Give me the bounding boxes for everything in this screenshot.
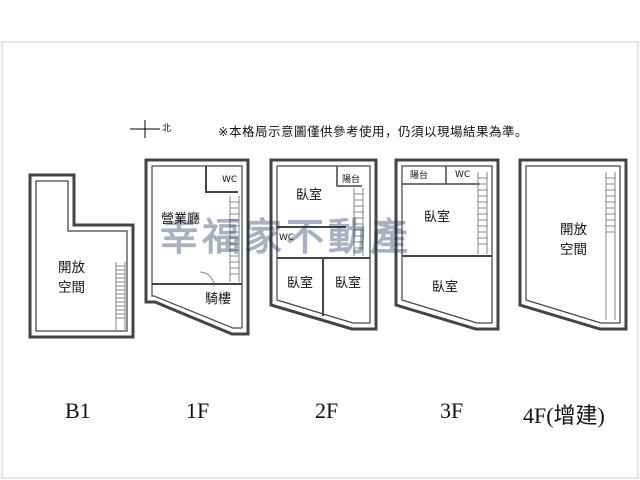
room-4f-open-1: 開放: [560, 222, 587, 238]
north-arrow-icon: [130, 120, 160, 138]
plan-3f: [394, 158, 500, 331]
room-1f-wc: WC: [222, 175, 238, 185]
drawing-border: [1, 41, 639, 479]
room-3f-bedroom-1: 臥室: [424, 210, 451, 225]
plan-4f: [518, 158, 628, 331]
room-2f-balcony: 陽台: [342, 175, 361, 185]
room-b1-open-1: 開放: [58, 260, 85, 276]
room-4f-open-2: 空間: [560, 242, 587, 258]
floor-label-b1: B1: [65, 398, 91, 423]
stair-4f: [605, 172, 616, 320]
disclaimer-note: ※本格局示意圖僅供參考使用，仍須以現場結果為準。: [218, 124, 528, 139]
floor-label-2f: 2F: [315, 398, 339, 423]
room-3f-balcony: 陽台: [410, 171, 429, 181]
floor-label-4f: 4F(增建): [523, 403, 605, 428]
floor-label-3f: 3F: [440, 398, 464, 423]
watermark: 幸福家不動產: [160, 214, 413, 259]
plan-1f: [144, 158, 250, 336]
room-3f-wc: WC: [455, 170, 471, 180]
room-2f-bedroom-3: 臥室: [335, 276, 362, 291]
plan-2f: [269, 158, 378, 331]
room-3f-bedroom-2: 臥室: [432, 280, 459, 295]
stair-b1: [115, 262, 126, 330]
floor-label-1f: 1F: [186, 398, 210, 423]
stair-3f: [477, 172, 488, 254]
room-1f-arcade: 騎樓: [205, 292, 232, 307]
room-2f-wc: WC: [279, 233, 295, 243]
stair-1f: [199, 196, 240, 287]
room-2f-bedroom-2: 臥室: [287, 276, 314, 291]
plan-b1: [28, 173, 135, 339]
room-2f-bedroom-1: 臥室: [296, 188, 323, 203]
room-1f-lobby: 營業廳: [161, 212, 201, 227]
stair-2f: [353, 188, 364, 256]
room-b1-open-2: 空間: [58, 280, 85, 296]
north-label: 北: [162, 124, 172, 134]
